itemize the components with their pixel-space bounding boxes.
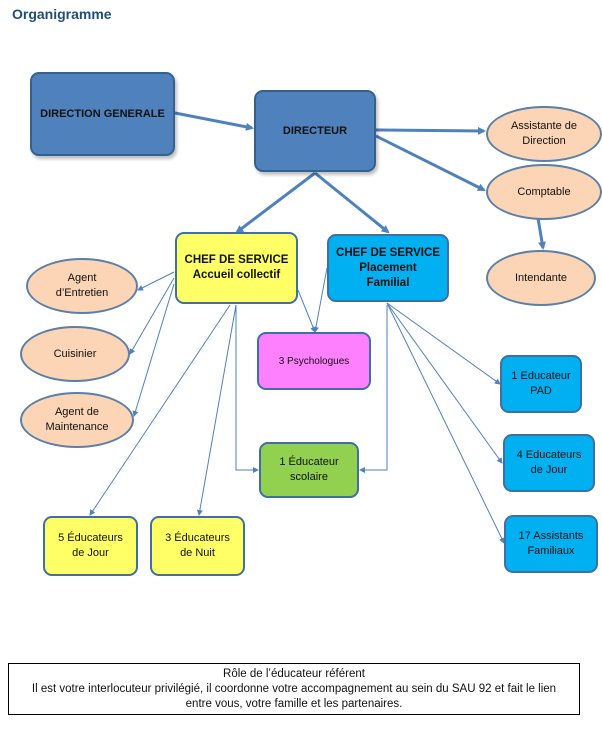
psychologues-label: 3 Psychologues xyxy=(278,355,350,367)
educateurs-jour-4-box[interactable]: 4 Educateurs de Jour xyxy=(503,434,595,492)
arrow-dg-directeur xyxy=(174,111,254,131)
chef-service-accueil-label: CHEF DE SERVICE Accueil collectif xyxy=(184,254,289,281)
arrow-chef-accueil-maintenance xyxy=(132,283,175,417)
intendante-label: Intendante xyxy=(515,271,567,284)
assistante-direction-label: Assistante de Direction xyxy=(510,120,578,147)
direction-generale-label: DIRECTION GENERALE xyxy=(40,107,165,120)
educateur-pad-box[interactable]: 1 Educateur PAD xyxy=(500,355,582,413)
educateurs-nuit-3-label: 3 Éducateurs de Nuit xyxy=(165,532,230,559)
directeur-box[interactable]: DIRECTEUR xyxy=(254,90,376,172)
agent-entretien-ellipse[interactable]: Agent d’Entretien xyxy=(26,258,138,314)
cuisinier-label: Cuisinier xyxy=(53,347,97,360)
arrow-comptable-intendante xyxy=(536,217,546,250)
arrow-chef-placement-jour xyxy=(386,302,503,464)
note-line-2: entre vous, votre famille et les partena… xyxy=(185,697,403,710)
arrow-chef-accueil-scolaire xyxy=(235,305,259,473)
agent-maintenance-label: Agent de Maintenance xyxy=(45,406,109,433)
educateur-pad-label: 1 Educateur PAD xyxy=(511,370,571,397)
arrow-directeur-assistante xyxy=(375,126,486,135)
educateur-scolaire-box[interactable]: 1 Éducateur scolaire xyxy=(259,442,359,498)
arrow-chef-accueil-entretien xyxy=(137,271,175,291)
educateur-referent-note: Rôle de l’éducateur référent Il est votr… xyxy=(8,663,580,715)
agent-entretien-label: Agent d’Entretien xyxy=(55,272,109,299)
educateurs-jour-5-box[interactable]: 5 Éducateurs de Jour xyxy=(43,516,138,576)
educateurs-nuit-3-box[interactable]: 3 Éducateurs de Nuit xyxy=(150,516,245,576)
educateurs-jour-5-label: 5 Éducateurs de Jour xyxy=(58,532,123,559)
arrow-directeur-comptable xyxy=(375,134,486,192)
assistants-familiaux-label: 17 Assistants Familiaux xyxy=(518,530,584,557)
educateur-scolaire-label: 1 Éducateur scolaire xyxy=(279,456,339,483)
assistants-familiaux-box[interactable]: 17 Assistants Familiaux xyxy=(504,515,598,573)
arrow-chef-placement-scolaire xyxy=(359,305,388,473)
psychologues-box[interactable]: 3 Psychologues xyxy=(257,332,371,390)
comptable-label: Comptable xyxy=(517,185,571,198)
arrow-chef-accueil-educateurs-jour xyxy=(89,304,231,516)
educateurs-jour-4-label: 4 Educateurs de Jour xyxy=(516,449,582,476)
directeur-label: DIRECTEUR xyxy=(282,124,348,137)
arrow-chef-accueil-cuisinier xyxy=(129,277,175,355)
chef-service-accueil-box[interactable]: CHEF DE SERVICE Accueil collectif xyxy=(175,232,298,304)
assistante-direction-ellipse[interactable]: Assistante de Direction xyxy=(486,106,602,162)
arrow-chef-placement-assistants xyxy=(386,302,505,544)
cuisinier-ellipse[interactable]: Cuisinier xyxy=(20,326,130,382)
arrow-chef-accueil-psychologues xyxy=(297,289,316,333)
comptable-ellipse[interactable]: Comptable xyxy=(486,164,602,220)
direction-generale-box[interactable]: DIRECTION GENERALE xyxy=(30,72,175,156)
arrow-directeur-chef-placement xyxy=(314,171,390,234)
arrow-chef-accueil-educateurs-nuit xyxy=(196,304,237,516)
arrow-chef-placement-pad xyxy=(386,302,501,385)
chef-service-placement-box[interactable]: CHEF DE SERVICE Placement Familial xyxy=(327,234,449,302)
note-heading: Rôle de l’éducateur référent xyxy=(223,667,365,680)
page-title: Organigramme xyxy=(12,6,112,22)
arrow-directeur-chef-accueil xyxy=(235,171,316,234)
intendante-ellipse[interactable]: Intendante xyxy=(486,250,596,306)
chef-service-placement-label: CHEF DE SERVICE Placement Familial xyxy=(336,246,440,289)
arrow-chef-placement-psychologues xyxy=(312,267,328,333)
agent-maintenance-ellipse[interactable]: Agent de Maintenance xyxy=(20,392,134,448)
note-line-1: Il est votre interlocuteur privilégié, i… xyxy=(31,682,557,695)
